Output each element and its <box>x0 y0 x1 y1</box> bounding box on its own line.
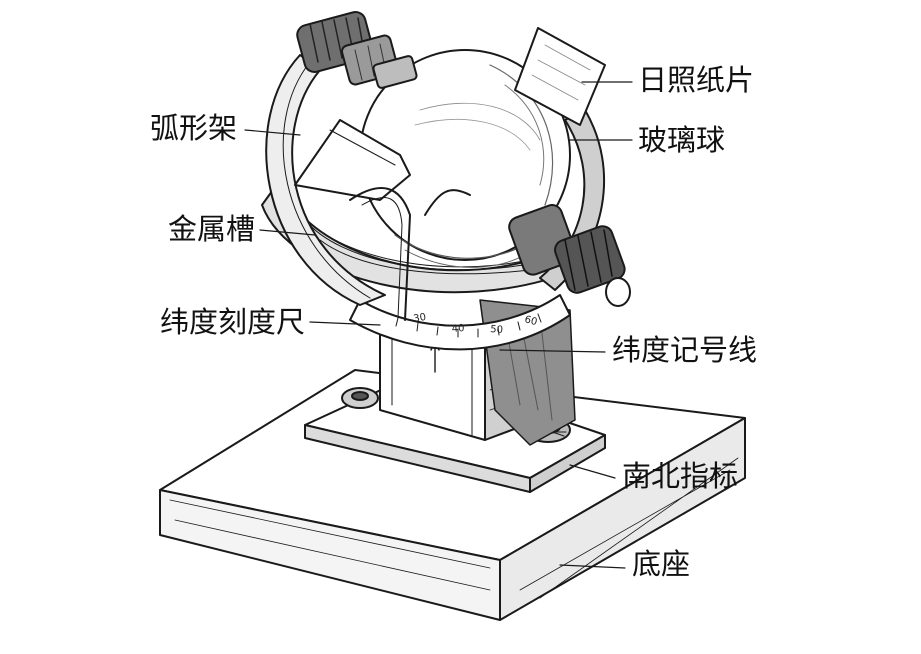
leader-north-south <box>569 464 616 479</box>
scale-tick-labels: 30 40 50 60 <box>413 312 539 336</box>
leader-arc-frame <box>244 129 301 136</box>
label-arc-frame: 弧形架 <box>150 111 238 145</box>
label-base: 底座 <box>632 547 691 581</box>
label-metal-groove: 金属槽 <box>168 212 256 246</box>
side-knob <box>508 204 631 307</box>
leader-base <box>559 564 626 569</box>
label-latitude-mark: 纬度记号线 <box>612 333 758 367</box>
leader-metal-groove <box>259 229 316 236</box>
glass-ball <box>359 49 571 268</box>
label-north-south: 南北指标 <box>622 459 739 493</box>
scale-tick-40: 40 <box>451 323 465 335</box>
sunshine-paper-strip <box>514 27 606 126</box>
top-knob <box>296 11 418 89</box>
label-paper-strip: 日照纸片 <box>638 63 755 97</box>
leader-latitude-scale <box>309 321 381 326</box>
label-latitude-scale: 纬度刻度尺 <box>160 305 306 339</box>
label-glass-ball: 玻璃球 <box>638 123 726 157</box>
paper-flaps <box>294 119 471 321</box>
scale-tick-30: 30 <box>413 312 427 325</box>
scale-tick-50: 50 <box>490 324 504 336</box>
screw-left <box>341 387 379 409</box>
leader-latitude-mark <box>499 349 606 353</box>
latitude-scale-arc <box>349 294 571 351</box>
scale-tick-60: 60 <box>523 314 538 328</box>
leader-lines <box>244 81 633 569</box>
